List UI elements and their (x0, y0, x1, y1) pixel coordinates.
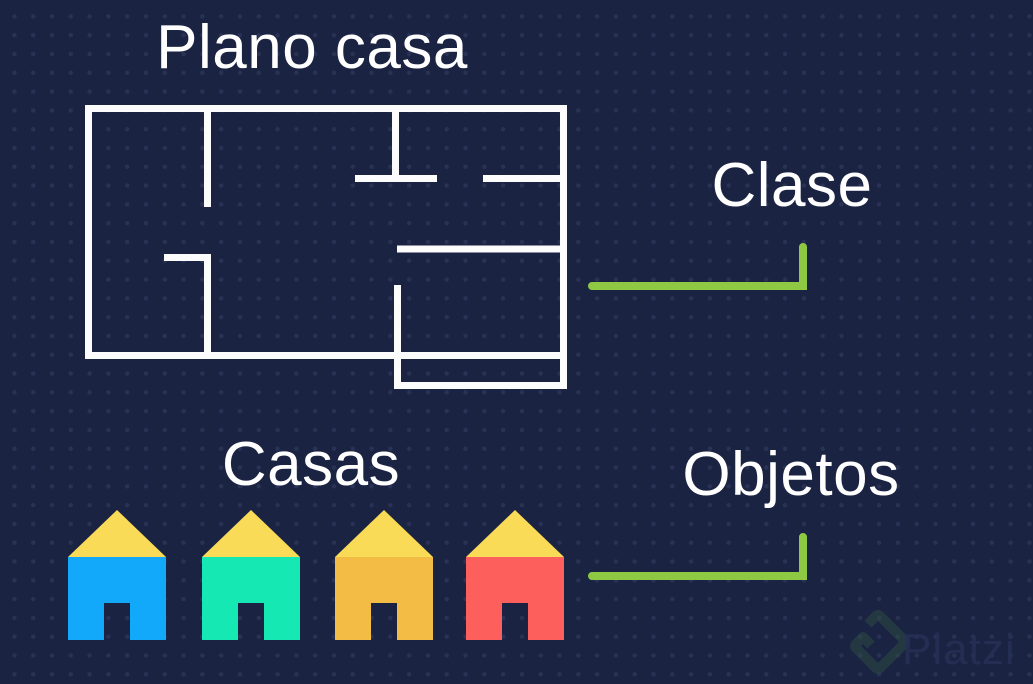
house-roof-icon (335, 510, 433, 558)
houses-title: Casas (221, 430, 401, 499)
class-connector-line (588, 243, 807, 290)
house-amber (335, 510, 433, 640)
floor-plan-outer-wall (85, 105, 567, 359)
objects-label: Objetos (682, 440, 900, 509)
platzi-watermark-text: Platzi (902, 625, 1016, 674)
platzi-logo-path (850, 610, 910, 674)
house-green (202, 510, 300, 640)
house-blue (68, 510, 166, 640)
house-roof-icon (202, 510, 300, 558)
house-body-icon (68, 557, 166, 640)
house-body-icon (202, 557, 300, 640)
objects-connector-line (588, 533, 807, 580)
house-roof-icon (466, 510, 564, 558)
platzi-logo-icon (850, 610, 910, 674)
floor-plan-drawing (85, 105, 567, 389)
class-label: Clase (711, 151, 873, 220)
house-roof-icon (68, 510, 166, 558)
house-body-icon (335, 557, 433, 640)
plan-title: Plano casa (156, 13, 468, 82)
house-red (466, 510, 564, 640)
house-body-icon (466, 557, 564, 640)
